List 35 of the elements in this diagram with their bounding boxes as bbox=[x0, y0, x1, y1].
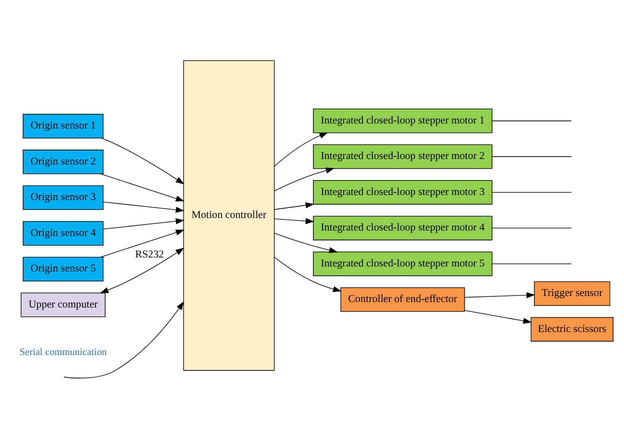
node-box: Origin sensor 4 bbox=[22, 220, 104, 246]
node-box: Integrated closed-loop stepper motor 2 bbox=[313, 144, 492, 168]
arrow bbox=[274, 167, 334, 191]
arrow bbox=[464, 310, 532, 324]
node-box: Motion controller bbox=[183, 60, 275, 370]
node-box: Integrated closed-loop stepper motor 3 bbox=[313, 180, 492, 204]
connector bbox=[492, 120, 572, 121]
connector bbox=[492, 263, 572, 264]
arrow bbox=[274, 132, 328, 166]
arrow bbox=[100, 229, 184, 257]
node-box: Origin sensor 2 bbox=[22, 149, 104, 174]
node-box: Origin sensor 3 bbox=[22, 184, 104, 210]
arrow bbox=[274, 256, 342, 292]
edge-label: RS232 bbox=[135, 249, 164, 260]
node-box: Integrated closed-loop stepper motor 4 bbox=[313, 215, 492, 240]
node-box: Integrated closed-loop stepper motor 5 bbox=[313, 251, 492, 276]
arrow bbox=[274, 218, 314, 224]
arrow bbox=[100, 247, 184, 293]
node-box: Electric scissors bbox=[530, 316, 614, 342]
arrow bbox=[274, 232, 338, 253]
arrow bbox=[464, 292, 536, 298]
arrow bbox=[64, 300, 184, 378]
arrow bbox=[101, 137, 184, 184]
node-box: Integrated closed-loop stepper motor 1 bbox=[313, 108, 492, 133]
label: Serial communication bbox=[20, 346, 107, 358]
node-box: Controller of end-effector bbox=[340, 286, 465, 312]
arrow bbox=[274, 202, 314, 210]
node-box: Upper computer bbox=[20, 292, 106, 317]
connector bbox=[492, 227, 572, 228]
node-box: Trigger sensor bbox=[534, 280, 610, 306]
arrow bbox=[102, 218, 184, 229]
arrow bbox=[100, 173, 184, 201]
node-box: Origin sensor 1 bbox=[22, 113, 104, 138]
arrow bbox=[102, 201, 184, 212]
node-box: Origin sensor 5 bbox=[22, 256, 104, 281]
